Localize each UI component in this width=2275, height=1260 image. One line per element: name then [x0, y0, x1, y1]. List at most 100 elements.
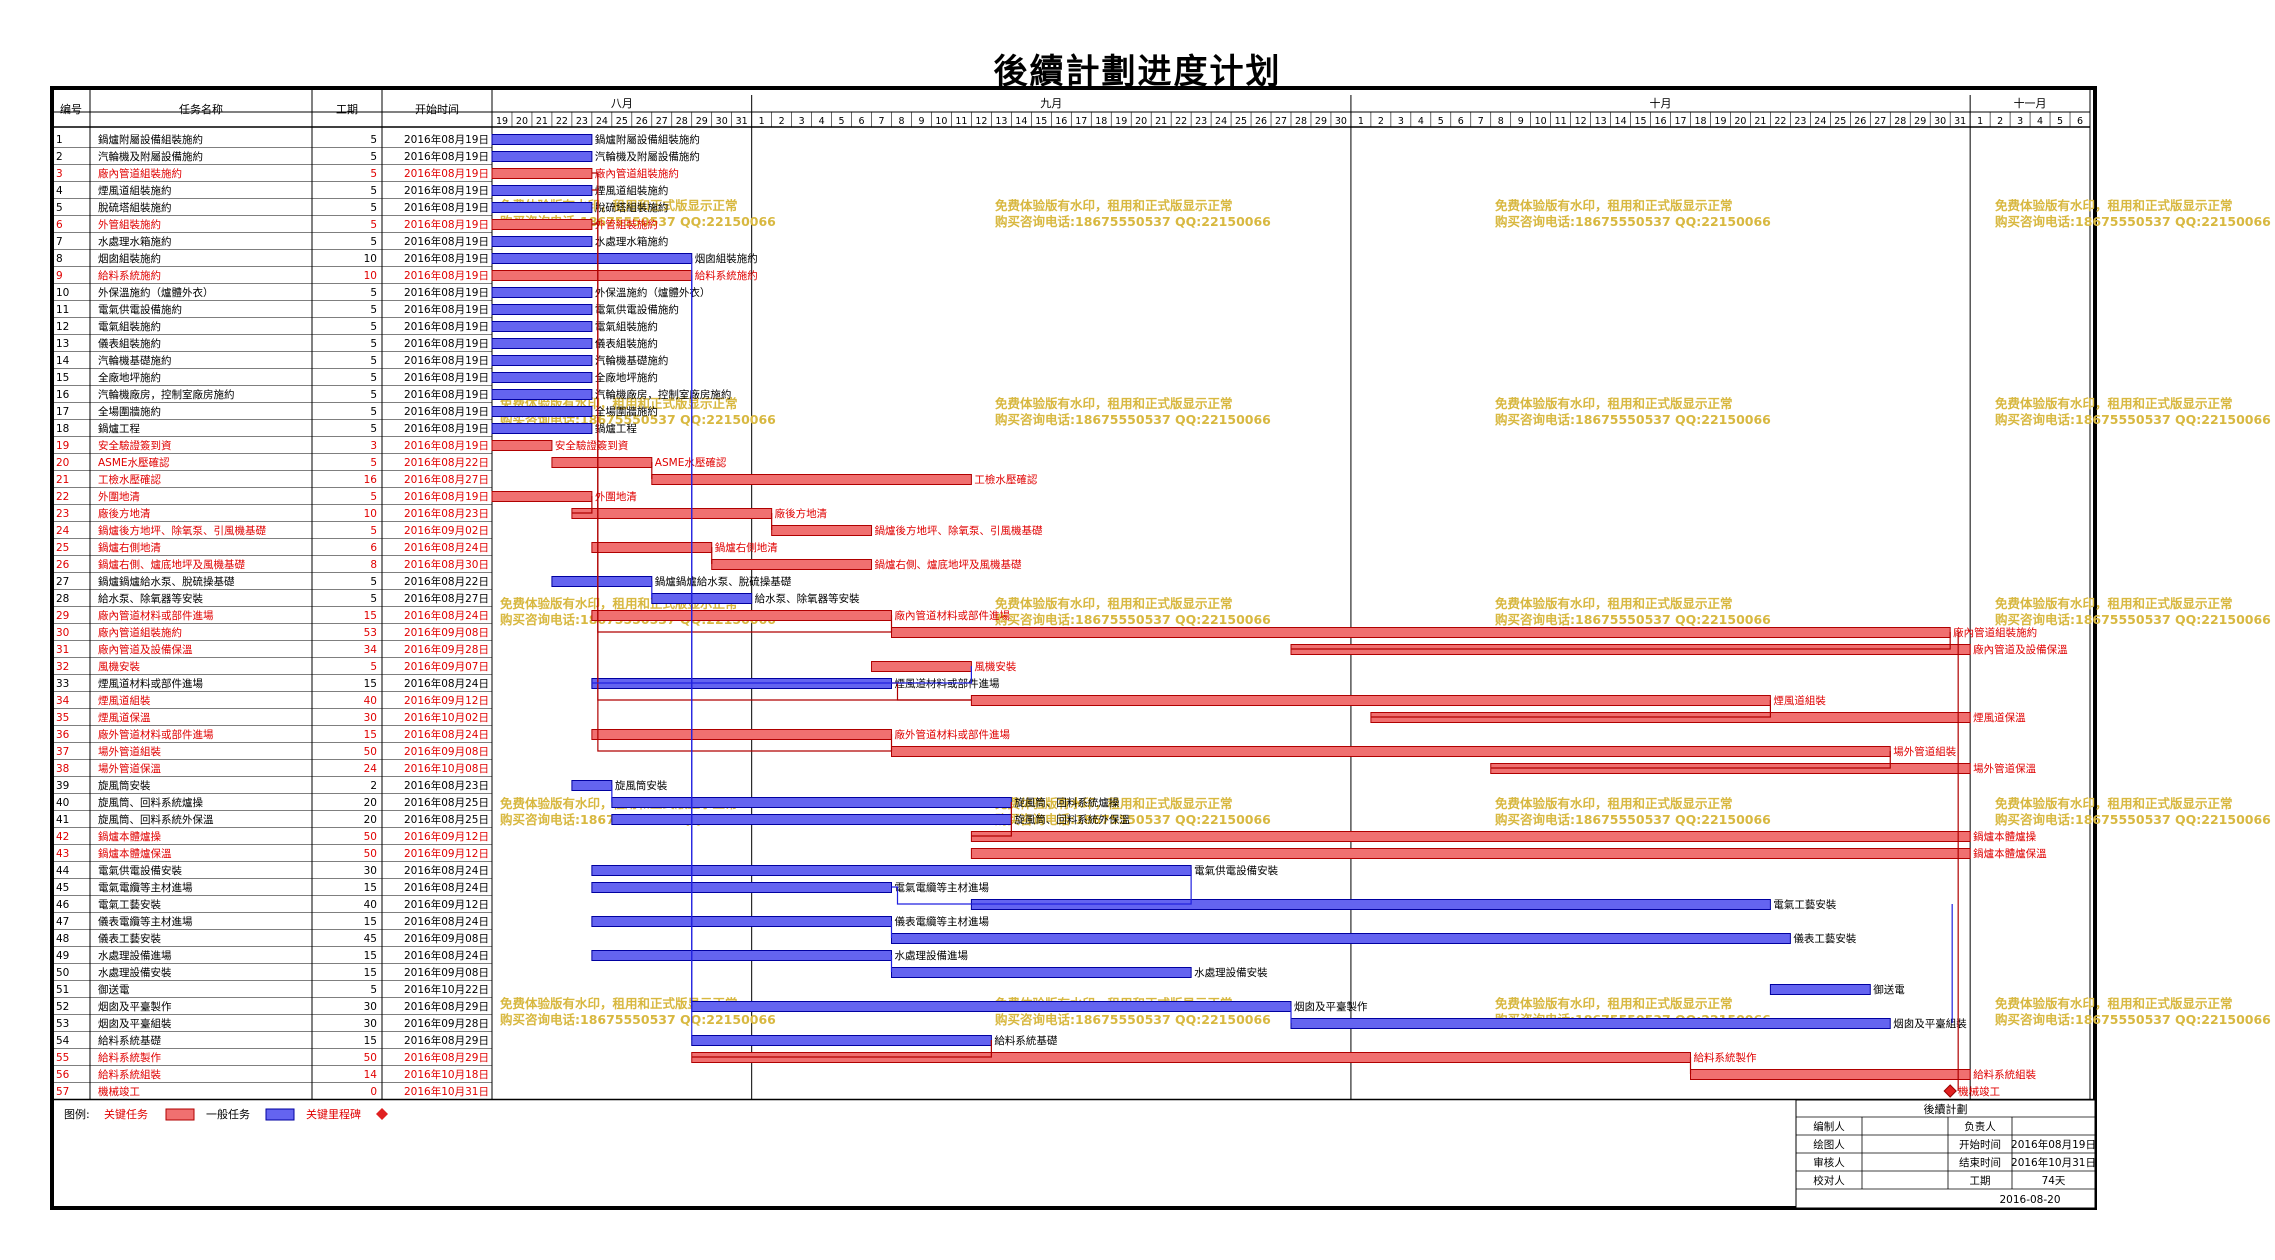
task-id: 32: [56, 661, 69, 673]
day-label: 22: [1774, 116, 1786, 127]
task-id: 26: [56, 559, 70, 571]
task-bar: [970, 695, 1771, 706]
info-block: [1795, 1099, 2096, 1209]
task-start: 2016年08月22日: [404, 575, 489, 588]
task-duration: 10: [364, 508, 377, 520]
task-duration: 5: [370, 168, 377, 180]
bar-label: 水處理設備安裝: [1194, 966, 1268, 979]
column-header: 开始时间: [415, 102, 459, 116]
task-bar: [551, 457, 653, 468]
task-name: 鍋爐附屬設備組裝施約: [98, 133, 203, 146]
dependency-link: [591, 666, 973, 684]
task-id: 47: [56, 916, 69, 928]
day-label: 16: [1654, 116, 1666, 127]
task-duration: 5: [370, 525, 377, 537]
task-start: 2016年08月19日: [404, 388, 489, 401]
day-label: 11: [1555, 116, 1567, 127]
watermark-line: 免费体验版有水印，租用和正式版显示正常: [1995, 596, 2233, 611]
page-title: 後續計劃进度计划: [993, 52, 1282, 92]
day-label: 28: [676, 116, 688, 127]
task-duration: 10: [364, 253, 377, 265]
task-bar: [491, 440, 553, 451]
info-cell: 工期: [1970, 1175, 1991, 1187]
task-name: 鍋爐工程: [98, 422, 140, 435]
task-start: 2016年08月19日: [404, 252, 489, 265]
task-id: 19: [56, 440, 69, 452]
task-name: 鍋爐鍋爐給水泵、脫硫操基礎: [98, 575, 235, 588]
day-label: 3: [799, 116, 805, 127]
watermark-line: 购买咨询电话:18675550537 QQ:22150066: [1495, 412, 1771, 427]
day-label: 29: [696, 116, 708, 127]
day-label: 22: [556, 116, 568, 127]
day-label: 31: [1954, 116, 1966, 127]
legend-label: 图例:: [64, 1107, 90, 1121]
day-label: 29: [1315, 116, 1327, 127]
task-duration: 5: [370, 406, 377, 418]
task-duration: 5: [370, 304, 377, 316]
day-label: 23: [576, 116, 588, 127]
task-name: 廠後方地清: [98, 507, 151, 520]
task-name: 電氣工藝安裝: [98, 898, 161, 911]
task-duration: 5: [370, 151, 377, 163]
day-label: 20: [516, 116, 528, 127]
task-duration: 30: [364, 865, 377, 877]
watermark-line: 免费体验版有水印，租用和正式版显示正常: [1995, 996, 2233, 1011]
task-name: 烟囱及平臺製作: [98, 1000, 172, 1013]
task-duration: 30: [364, 1001, 377, 1013]
task-start: 2016年09月08日: [404, 745, 489, 758]
bar-label: 風機安裝: [974, 660, 1016, 673]
task-name: 電氣組裝施約: [98, 320, 161, 333]
bar-label: 儀表工藝安裝: [1793, 932, 1856, 945]
task-duration: 34: [364, 644, 378, 656]
task-duration: 15: [364, 729, 377, 741]
task-name: 廠內管道組裝施約: [98, 626, 182, 639]
task-start: 2016年08月19日: [404, 337, 489, 350]
bar-label: 電氣供電設備安裝: [1194, 864, 1278, 877]
bar-label: 電氣組裝施約: [595, 320, 658, 333]
task-id: 41: [56, 814, 69, 826]
task-id: 24: [56, 525, 70, 537]
task-duration: 5: [370, 338, 377, 350]
task-id: 40: [56, 797, 69, 809]
task-duration: 40: [364, 899, 377, 911]
task-start: 2016年09月12日: [404, 830, 489, 843]
legend-critical-swatch: [165, 1108, 195, 1121]
task-start: 2016年08月24日: [404, 609, 489, 622]
task-bar: [491, 134, 593, 145]
bar-label: 外管組裝施約: [595, 218, 658, 231]
task-name: 水處理水箱施約: [98, 235, 172, 248]
task-duration: 15: [364, 610, 377, 622]
task-start: 2016年08月24日: [404, 915, 489, 928]
task-start: 2016年10月22日: [404, 983, 489, 996]
task-start: 2016年08月19日: [404, 286, 489, 299]
task-name: 廠內管道材料或部件進場: [98, 609, 214, 622]
task-duration: 5: [370, 593, 377, 605]
day-label: 24: [1215, 116, 1227, 127]
task-name: 場外管道保溫: [98, 762, 161, 775]
day-label: 6: [1458, 116, 1464, 127]
task-name: 烟囱組裝施約: [98, 252, 161, 265]
task-duration: 15: [364, 1035, 377, 1047]
task-duration: 53: [364, 627, 377, 639]
legend-critical-text: 关键任务: [104, 1107, 148, 1121]
info-cell: 校对人: [1813, 1174, 1845, 1187]
task-name: 給水泵、除氧器等安裝: [98, 592, 203, 605]
task-name: 給料系統施約: [98, 269, 161, 282]
task-duration: 24: [364, 763, 378, 775]
task-bar: [491, 151, 593, 162]
task-duration: 15: [364, 882, 377, 894]
task-id: 31: [56, 644, 69, 656]
bar-label: 廠後方地清: [775, 507, 828, 520]
day-label: 5: [1438, 116, 1444, 127]
bar-label: 旋風筒、回料系統外保溫: [1014, 813, 1130, 826]
watermark-line: 购买咨询电话:18675550537 QQ:22150066: [995, 1012, 1271, 1027]
watermark-line: 免费体验版有水印，租用和正式版显示正常: [500, 996, 738, 1011]
task-bar: [491, 423, 593, 434]
task-bar: [571, 508, 773, 519]
task-duration: 10: [364, 270, 377, 282]
task-start: 2016年08月19日: [404, 439, 489, 452]
task-start: 2016年08月19日: [404, 235, 489, 248]
task-id: 20: [56, 457, 69, 469]
task-start: 2016年08月24日: [404, 541, 489, 554]
